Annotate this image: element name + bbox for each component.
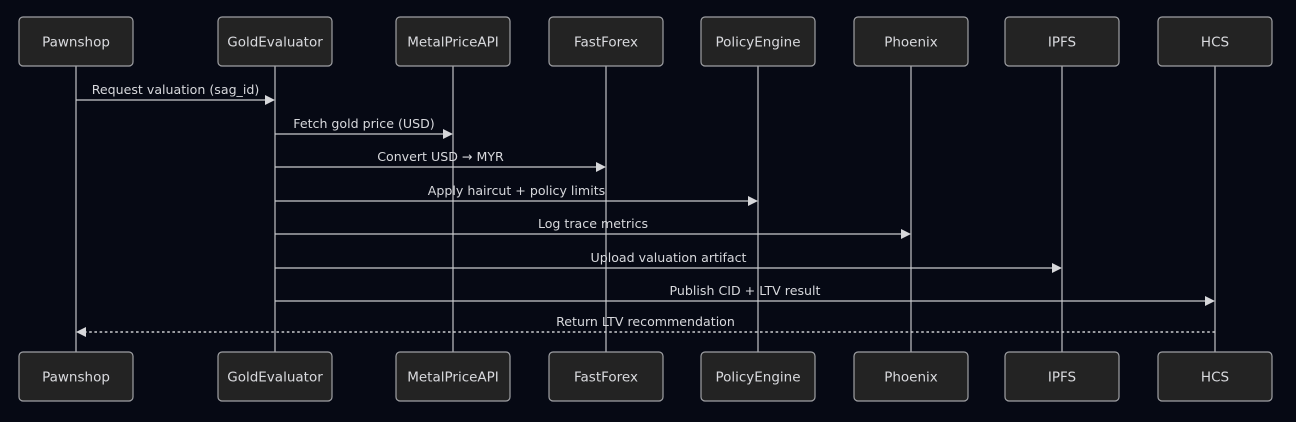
actor-header-ipfs[interactable]: IPFS (1004, 16, 1120, 67)
arrow-head-icon (1052, 263, 1062, 273)
message-label: Return LTV recommendation (556, 314, 735, 329)
actor-footer-metalpriceapi[interactable]: MetalPriceAPI (395, 351, 511, 402)
lifelines-layer (75, 66, 1216, 352)
actor-footer-boxes: Pawnshop GoldEvaluator MetalPriceAPI FastFo… (18, 351, 1273, 402)
message-7[interactable]: Publish CID + LTV result (275, 283, 1215, 306)
actor-footer-ipfs[interactable]: IPFS (1004, 351, 1120, 402)
actor-label: MetalPriceAPI (407, 35, 499, 51)
actor-label: Pawnshop (42, 370, 110, 386)
actor-box-shape (395, 16, 511, 67)
actor-header-goldevaluator[interactable]: GoldEvaluator (217, 16, 333, 67)
actor-box-shape (1004, 16, 1120, 67)
actor-label: GoldEvaluator (227, 370, 323, 386)
actor-header-hcs[interactable]: HCS (1157, 16, 1273, 67)
arrow-head-icon (596, 162, 606, 172)
actor-label: Phoenix (884, 35, 938, 51)
actor-box-shape (700, 16, 816, 67)
arrow-head-icon (901, 229, 911, 239)
actor-footer-goldevaluator[interactable]: GoldEvaluator (217, 351, 333, 402)
actor-box-shape (1157, 16, 1273, 67)
messages-layer: Request valuation (sag_id) Fetch gold pri… (76, 82, 1215, 337)
actor-footer-pawnshop[interactable]: Pawnshop (18, 351, 134, 402)
actor-label: IPFS (1048, 35, 1076, 51)
actor-label: IPFS (1048, 370, 1076, 386)
arrow-head-icon (76, 327, 86, 337)
message-label: Upload valuation artifact (591, 250, 747, 265)
actor-box-shape (700, 351, 816, 402)
actor-label: FastForex (574, 35, 638, 51)
message-2[interactable]: Fetch gold price (USD) (275, 116, 453, 139)
message-5[interactable]: Log trace metrics (275, 216, 911, 239)
actor-label: HCS (1201, 35, 1229, 51)
message-label: Fetch gold price (USD) (293, 116, 434, 131)
message-8[interactable]: Return LTV recommendation (76, 314, 1215, 337)
actor-box-shape (217, 351, 333, 402)
actor-footer-policyengine[interactable]: PolicyEngine (700, 351, 816, 402)
actor-box-shape (18, 351, 134, 402)
actor-label: MetalPriceAPI (407, 370, 499, 386)
actor-label: GoldEvaluator (227, 35, 323, 51)
message-label: Log trace metrics (538, 216, 648, 231)
actor-label: FastForex (574, 370, 638, 386)
actor-label: Pawnshop (42, 35, 110, 51)
actor-box-shape (853, 16, 969, 67)
actor-box-shape (1157, 351, 1273, 402)
actor-header-policyengine[interactable]: PolicyEngine (700, 16, 816, 67)
actor-box-shape (548, 351, 664, 402)
arrow-head-icon (443, 129, 453, 139)
actor-box-shape (395, 351, 511, 402)
actor-label: PolicyEngine (715, 370, 800, 386)
actor-box-shape (217, 16, 333, 67)
actor-footer-hcs[interactable]: HCS (1157, 351, 1273, 402)
message-1[interactable]: Request valuation (sag_id) (76, 82, 275, 105)
message-3[interactable]: Convert USD → MYR (275, 149, 606, 172)
message-label: Convert USD → MYR (377, 149, 504, 164)
actor-box-shape (1004, 351, 1120, 402)
actor-label: Phoenix (884, 370, 938, 386)
message-6[interactable]: Upload valuation artifact (275, 250, 1062, 273)
message-4[interactable]: Apply haircut + policy limits (275, 183, 758, 206)
arrow-head-icon (1205, 296, 1215, 306)
arrow-head-icon (265, 95, 275, 105)
actor-box-shape (18, 16, 134, 67)
actor-header-metalpriceapi[interactable]: MetalPriceAPI (395, 16, 511, 67)
actor-header-pawnshop[interactable]: Pawnshop (18, 16, 134, 67)
arrow-head-icon (748, 196, 758, 206)
actor-box-shape (548, 16, 664, 67)
actor-header-fastforex[interactable]: FastForex (548, 16, 664, 67)
message-label: Request valuation (sag_id) (92, 82, 260, 97)
message-label: Apply haircut + policy limits (428, 183, 605, 198)
message-label: Publish CID + LTV result (670, 283, 821, 298)
actor-footer-phoenix[interactable]: Phoenix (853, 351, 969, 402)
actor-box-shape (853, 351, 969, 402)
actor-label: HCS (1201, 370, 1229, 386)
actor-header-phoenix[interactable]: Phoenix (853, 16, 969, 67)
actor-footer-fastforex[interactable]: FastForex (548, 351, 664, 402)
actor-label: PolicyEngine (715, 35, 800, 51)
actor-header-boxes: Pawnshop GoldEvaluator MetalPriceAPI FastFo… (18, 16, 1273, 67)
